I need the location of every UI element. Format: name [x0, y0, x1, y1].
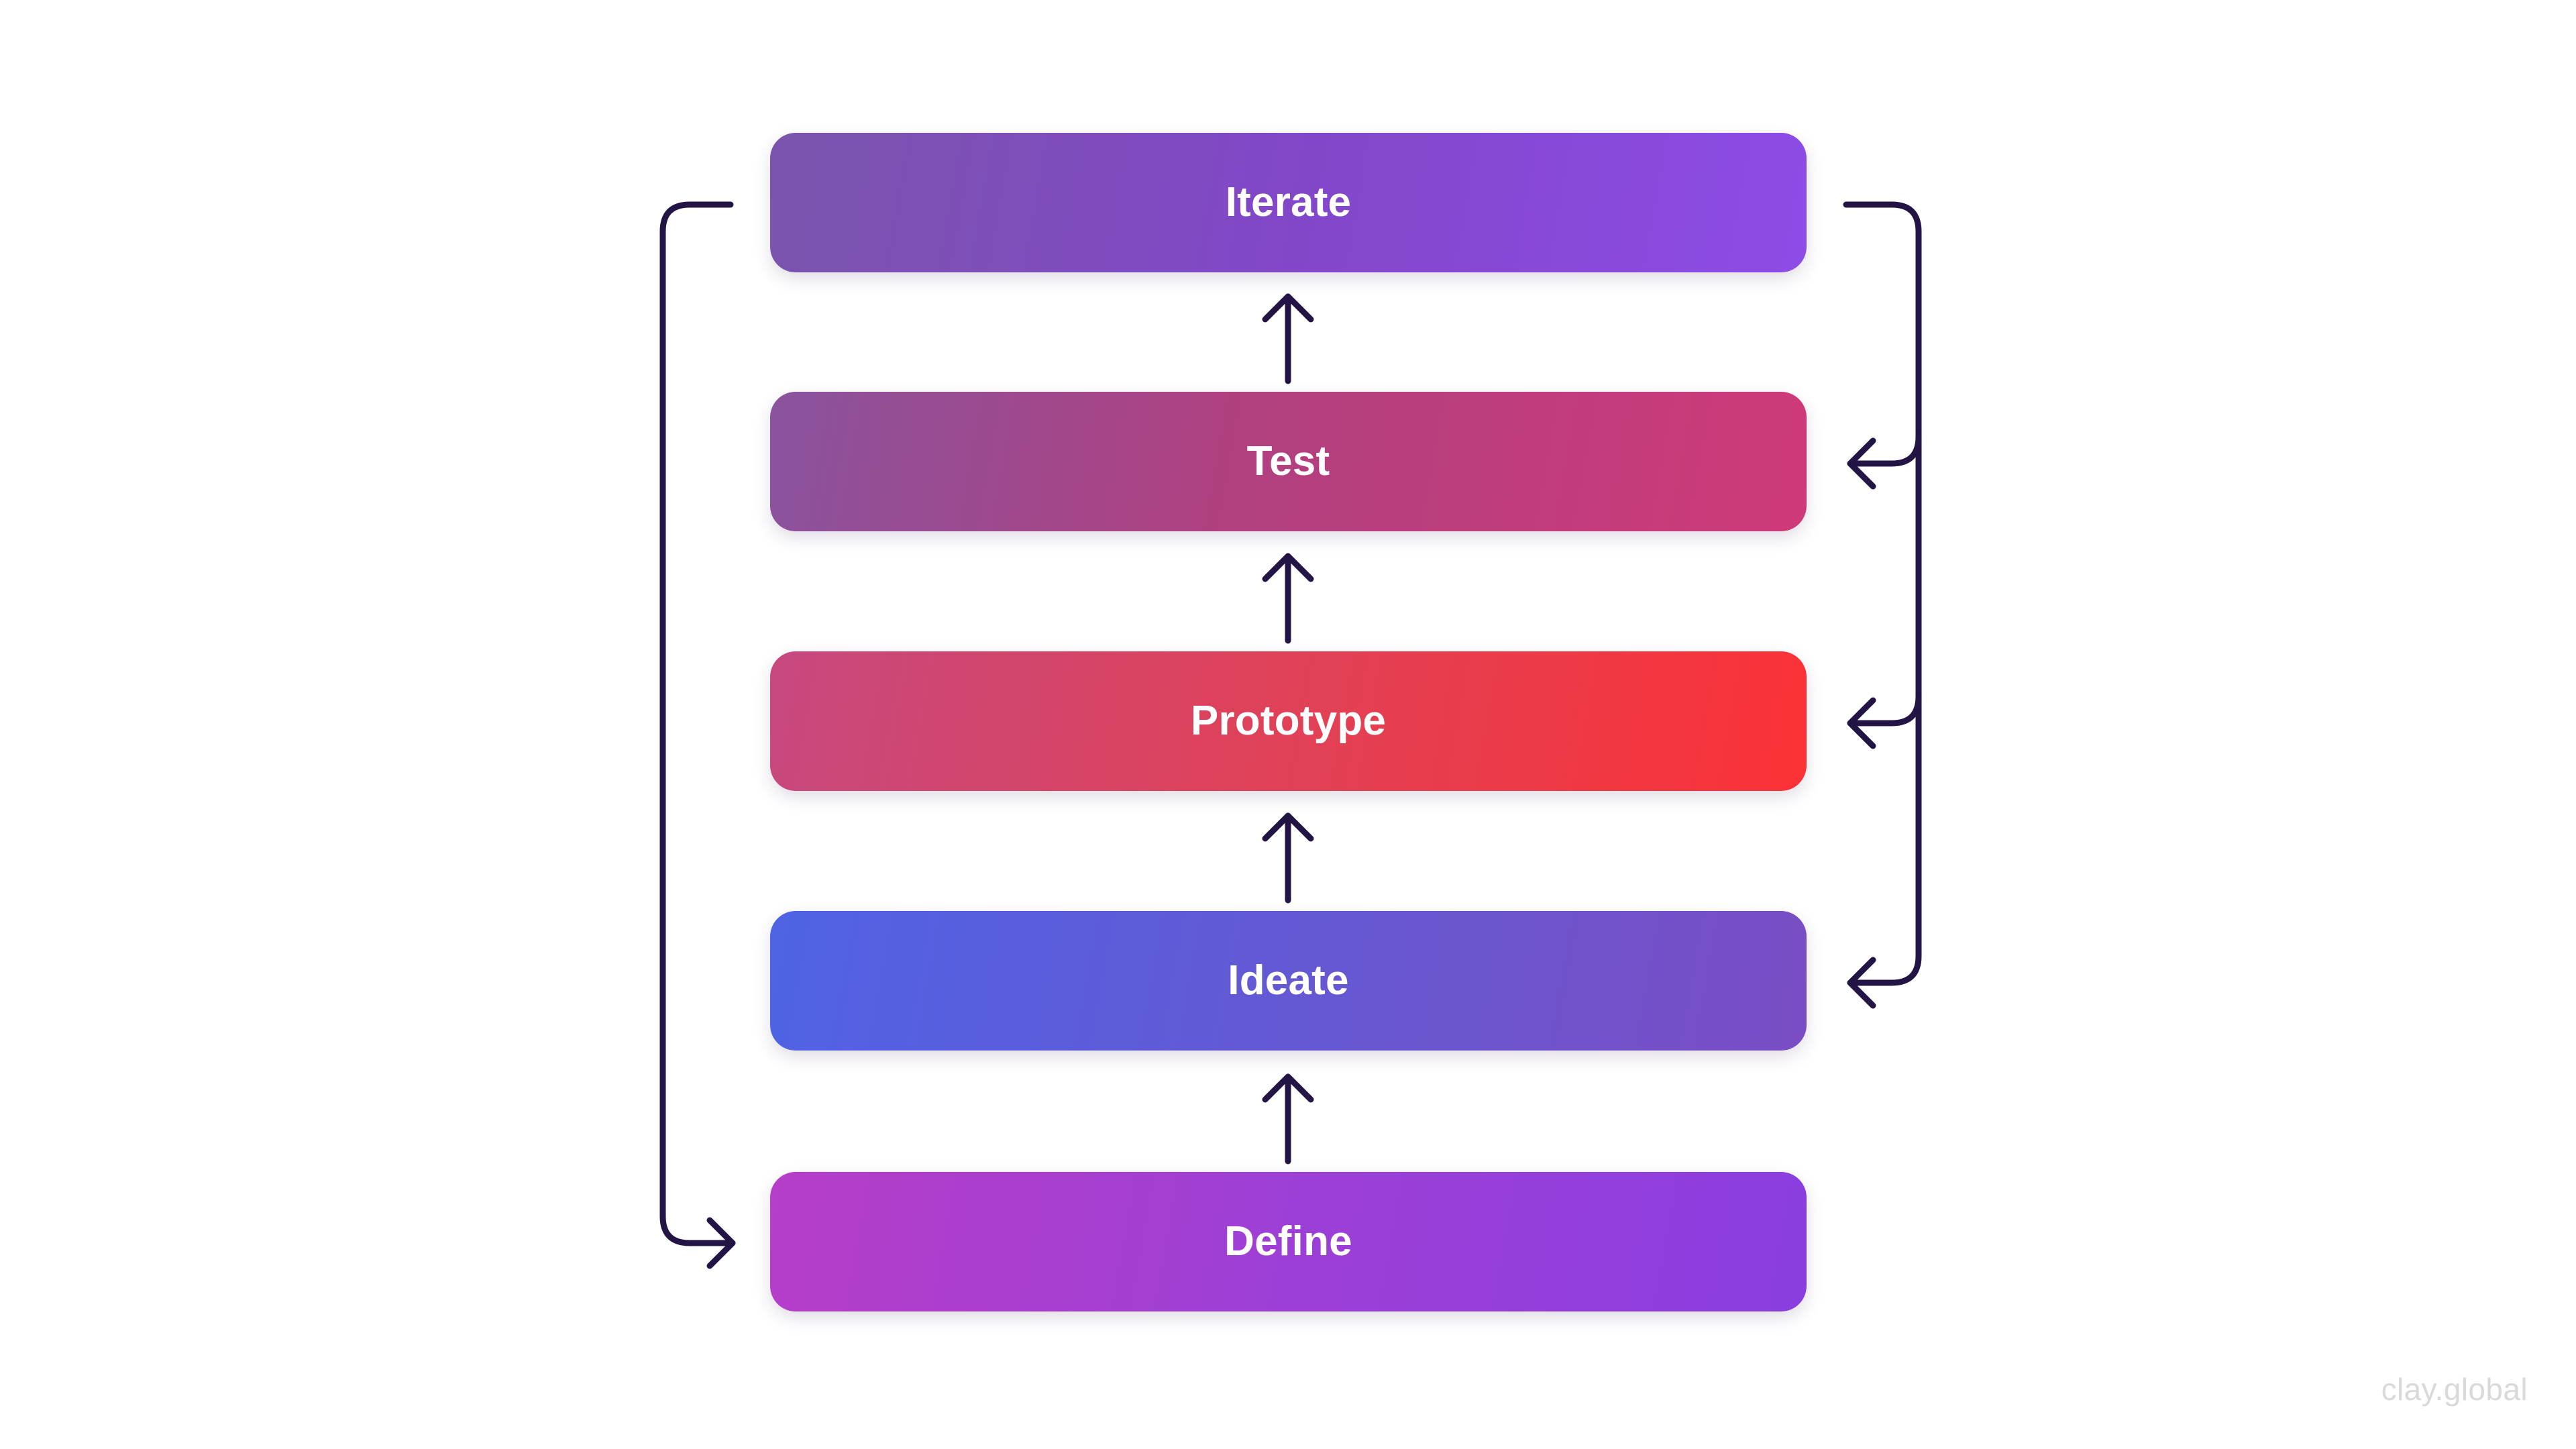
- stage-label-ideate: Ideate: [1228, 957, 1349, 1004]
- arrow-ideate-to-prototype: [1262, 812, 1314, 904]
- feedback-arrow-iterate-to-ideate: [1847, 957, 1876, 1009]
- stage-label-define: Define: [1224, 1218, 1352, 1265]
- watermark-label: clay.global: [2381, 1372, 2528, 1407]
- stage-label-iterate: Iterate: [1225, 179, 1352, 225]
- arrow-prototype-to-test: [1262, 553, 1314, 644]
- stage-bar-ideate[interactable]: Ideate: [770, 911, 1807, 1051]
- stage-bar-iterate[interactable]: Iterate: [770, 133, 1807, 272]
- stage-label-test: Test: [1246, 438, 1330, 484]
- arrow-define-to-ideate: [1262, 1073, 1314, 1165]
- stage-bar-test[interactable]: Test: [770, 392, 1807, 531]
- stage-bar-prototype[interactable]: Prototype: [770, 651, 1807, 791]
- feedback-arrow-iterate-to-test: [1847, 433, 1922, 490]
- stage-bar-define[interactable]: Define: [770, 1172, 1807, 1311]
- feedback-trunk-right: [1843, 201, 1922, 986]
- feedback-arrow-iterate-to-define: [659, 201, 736, 1269]
- feedback-arrow-iterate-to-prototype: [1847, 693, 1922, 749]
- stage-label-prototype: Prototype: [1190, 698, 1387, 744]
- arrow-test-to-iterate: [1262, 293, 1314, 384]
